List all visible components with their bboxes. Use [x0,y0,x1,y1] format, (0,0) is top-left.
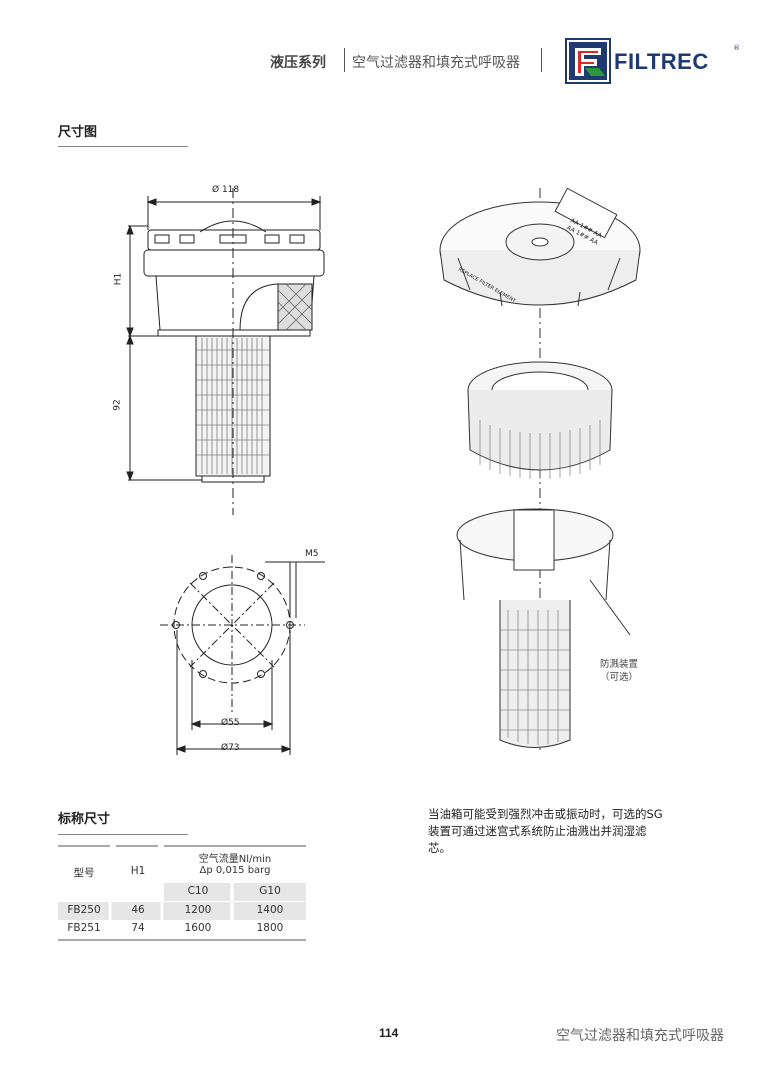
col-model-header: 型号 [73,867,95,879]
flow-subheader: Δp 0,015 barg [199,865,271,876]
flange-view-drawing [160,555,325,755]
brand-registered-mark: ® [733,44,740,52]
callout-line-1: 防溅装置 [600,659,639,670]
h1-dimension-label: H1 [113,272,124,286]
side-view-drawing [126,188,325,515]
header-product: 空气过滤器和填充式呼吸器 [352,55,520,71]
nominal-title: 标称尺寸 [58,812,111,827]
splash-guard-callout: 防溅装置 （可选） [600,658,638,684]
diameter-118-label: Ø 118 [212,185,240,195]
spec-table-lines [58,845,306,941]
table-cell-c10: 1600 [184,922,212,934]
exploded-view-illustration: AA 1## AA AA 1## AA REPLACE FILTER ELEME… [439,187,641,750]
diameter-55-label: Ø55 [221,718,240,728]
col-c10-header: C10 [187,885,209,897]
header-series: 液压系列 [270,55,326,71]
diameter-73-label: Ø73 [221,743,240,753]
height-92-label: 92 [112,399,123,411]
table-cell-g10: 1800 [256,922,284,934]
table-cell-model: FB251 [67,922,101,934]
header-divider [344,48,345,72]
callout-line-2: （可选） [600,672,639,683]
header-divider [541,48,542,72]
col-h1-header: H1 [130,865,146,877]
table-cell-g10: 1400 [256,904,284,916]
dimensions-title: 尺寸图 [58,125,98,140]
page-number: 114 [379,1026,399,1040]
nominal-title-rule [58,834,188,835]
flow-header: 空气流量Nl/min [198,854,272,865]
table-cell-h1: 74 [131,922,145,934]
splash-guard-note: 当油箱可能受到强烈冲击或振动时，可选的SG装置可通过迷宫式系统防止油溅出并润湿滤… [428,807,663,855]
thread-m5-label: M5 [305,549,319,559]
table-cell-h1: 46 [131,904,145,916]
col-g10-header: G10 [259,885,281,897]
brand-name: FILTREC [614,49,709,74]
dimensions-title-rule [58,146,188,147]
footer-title: 空气过滤器和填充式呼吸器 [556,1028,724,1044]
table-cell-model: FB250 [67,904,101,916]
filtrec-logo-icon [565,38,611,84]
table-cell-c10: 1200 [184,904,212,916]
